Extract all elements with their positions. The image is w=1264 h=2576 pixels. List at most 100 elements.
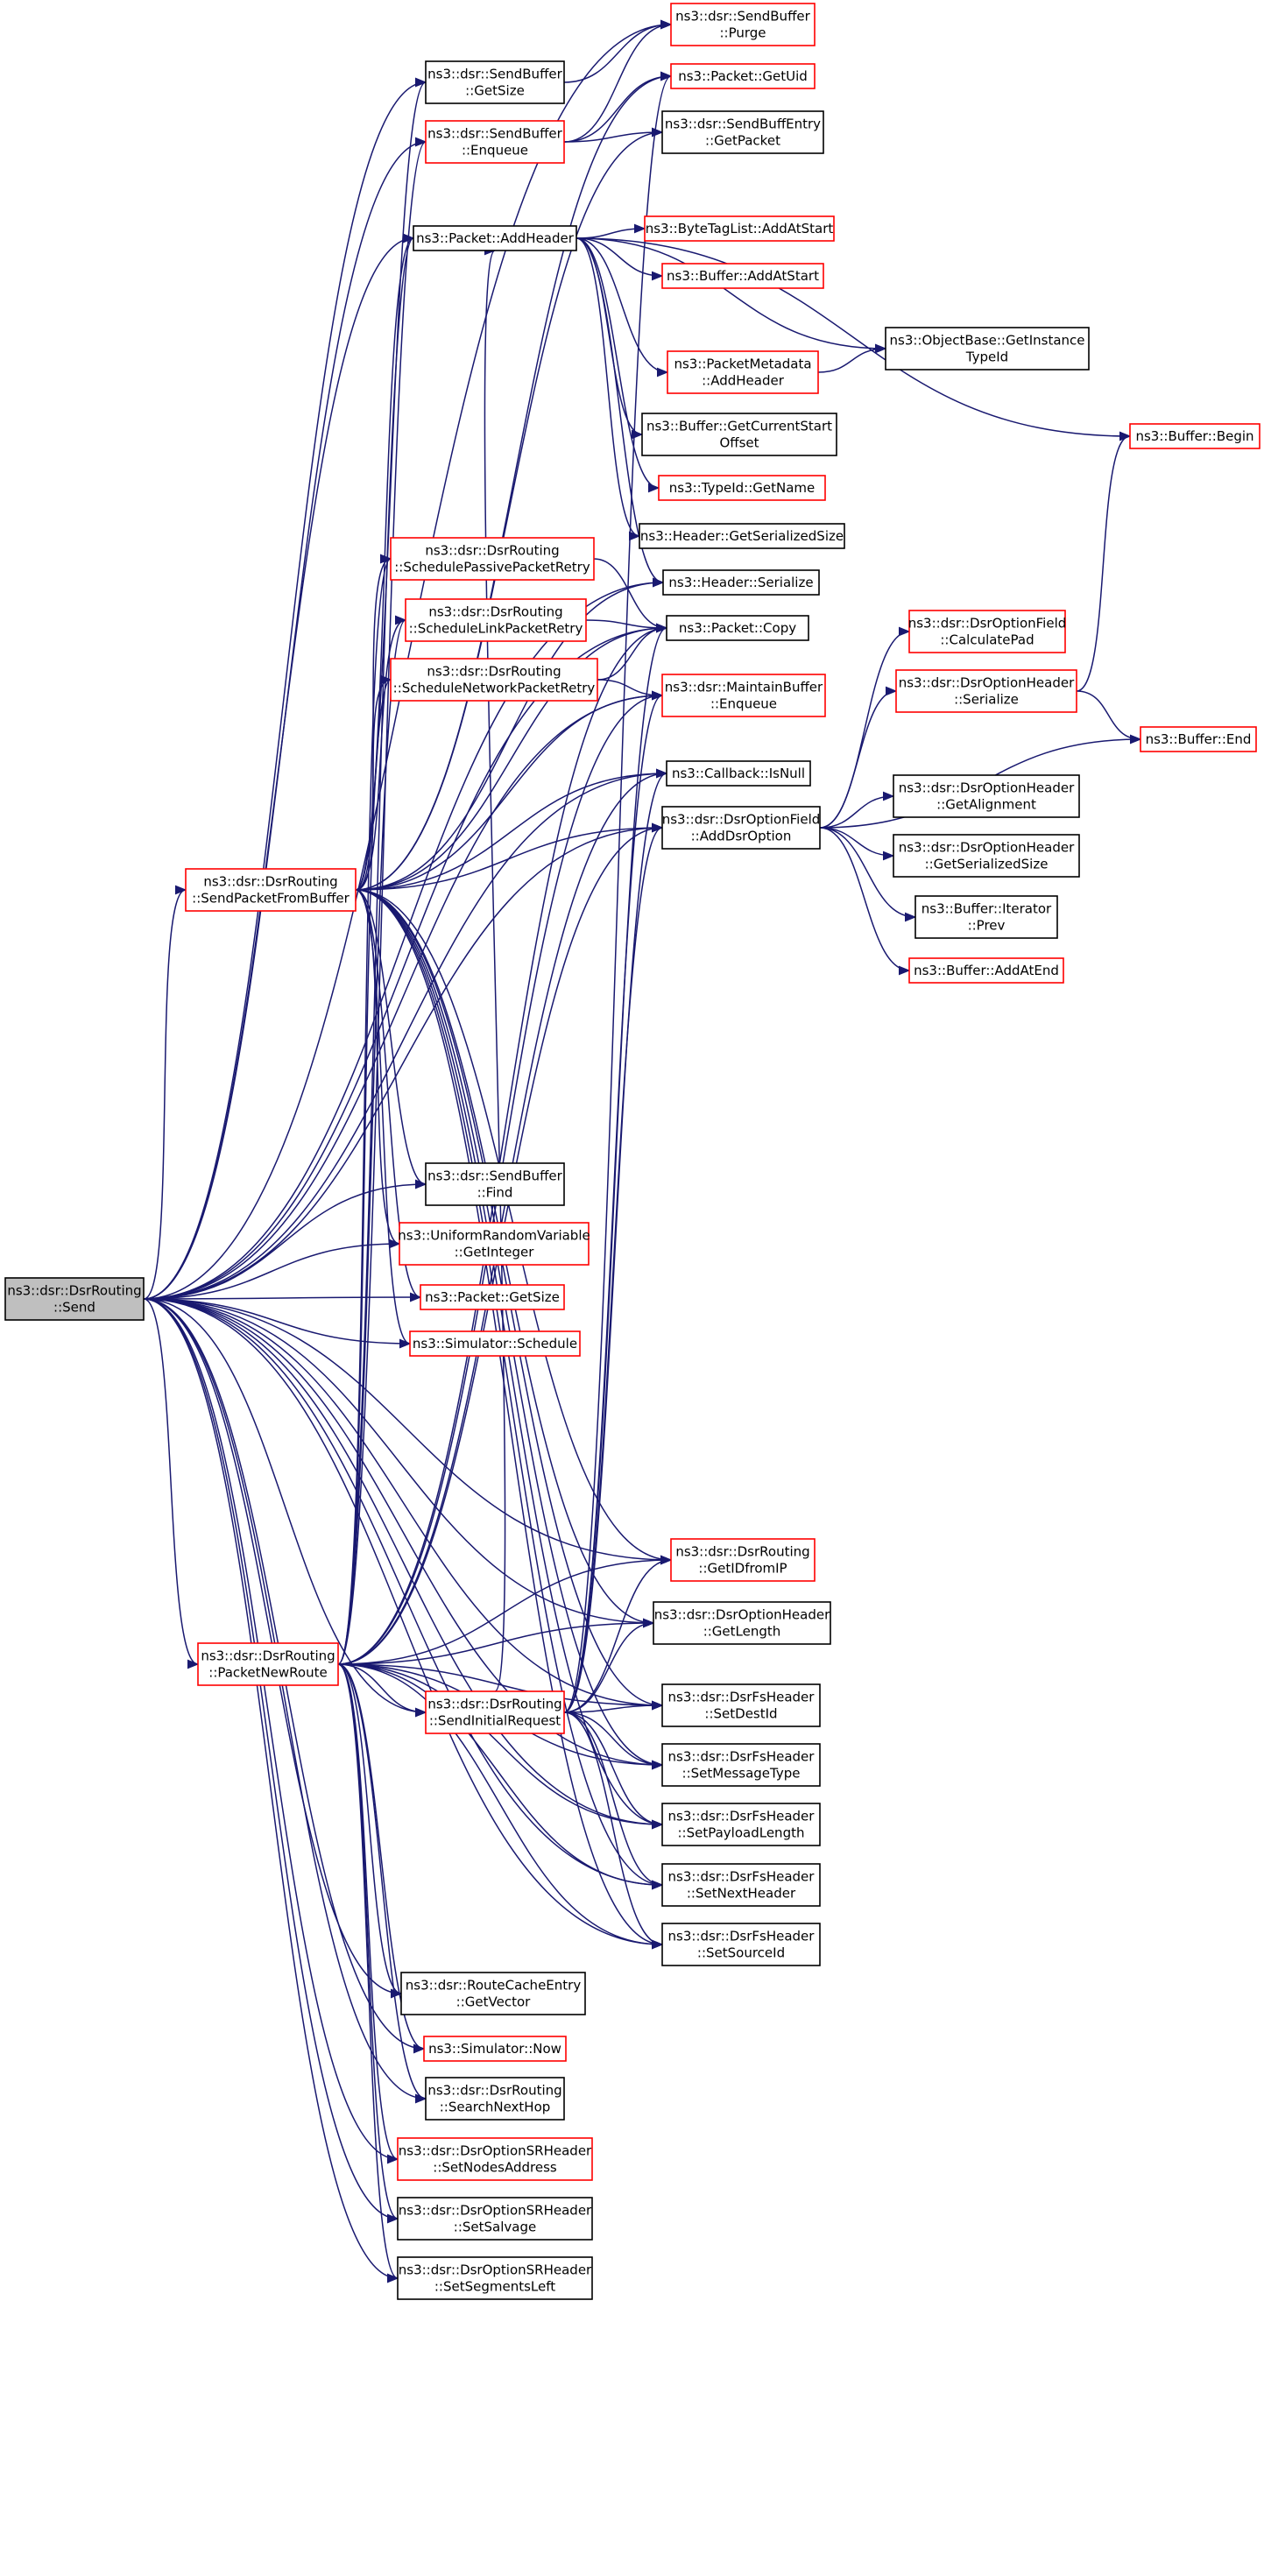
node-bi-prev[interactable]: ns3::Buffer::Iterator::Prev [914, 895, 1058, 939]
node-dof-calculatepad[interactable]: ns3::dsr::DsrOptionField::CalculatePad [908, 610, 1067, 653]
node-dosr-setsalvage[interactable]: ns3::dsr::DsrOptionSRHeader::SetSalvage [397, 2197, 593, 2241]
node-pm-addheader[interactable]: ns3::PacketMetadata::AddHeader [667, 350, 819, 394]
node-pkt-getuid[interactable]: ns3::Packet::GetUid [670, 63, 816, 89]
node-box [908, 610, 1066, 653]
call-edge [337, 1663, 664, 1711]
node-box [661, 806, 821, 850]
node-label: ::SearchNextHop [440, 2100, 551, 2115]
node-label: ns3::dsr::SendBuffer [427, 1168, 562, 1184]
call-edge [337, 674, 392, 1665]
node-sb-getsize[interactable]: ns3::dsr::SendBuffer::GetSize [425, 60, 565, 104]
node-pkt-addheader[interactable]: ns3::Packet::AddHeader [413, 225, 577, 251]
call-edge [819, 827, 895, 861]
node-label: ns3::dsr::DsrRouting [201, 1648, 335, 1664]
node-box [1129, 423, 1260, 449]
node-pkt-getsize[interactable]: ns3::Packet::GetSize [420, 1284, 565, 1310]
node-schedule-passive[interactable]: ns3::dsr::DsrRouting::SchedulePassivePac… [390, 537, 595, 581]
node-dof-adddsroption[interactable]: ns3::dsr::DsrOptionField::AddDsrOption [661, 806, 821, 850]
node-buf-addatstart[interactable]: ns3::Buffer::AddAtStart [661, 263, 824, 289]
node-label: ::Serialize [954, 692, 1019, 708]
node-fs-setpayloadlength[interactable]: ns3::dsr::DsrFsHeader::SetPayloadLength [661, 1803, 821, 1846]
node-box [423, 2036, 567, 2062]
node-label: ::GetAlignment [936, 797, 1036, 813]
node-label: ns3::dsr::DsrOptionField [908, 616, 1067, 632]
node-dsr-searchnexthop[interactable]: ns3::dsr::DsrRouting::SearchNextHop [425, 2077, 565, 2121]
node-urv-getinteger[interactable]: ns3::UniformRandomVariable::GetInteger [398, 1222, 590, 1266]
node-doh-getlength[interactable]: ns3::dsr::DsrOptionHeader::GetLength [653, 1601, 831, 1645]
node-buf-end[interactable]: ns3::Buffer::End [1140, 726, 1257, 752]
node-sb-find[interactable]: ns3::dsr::SendBuffer::Find [425, 1162, 565, 1206]
call-edge [355, 889, 664, 1950]
node-buf-begin[interactable]: ns3::Buffer::Begin [1129, 423, 1260, 449]
call-edge [143, 1292, 422, 1302]
node-doh-serialize[interactable]: ns3::dsr::DsrOptionHeader::Serialize [895, 669, 1077, 713]
node-box [397, 2256, 593, 2300]
node-dosr-setsegmentsleft[interactable]: ns3::dsr::DsrOptionSRHeader::SetSegments… [397, 2256, 593, 2300]
node-packet-new-route[interactable]: ns3::dsr::DsrRouting::PacketNewRoute [197, 1642, 339, 1686]
node-box [661, 263, 824, 289]
node-sim-now[interactable]: ns3::Simulator::Now [423, 2036, 567, 2062]
node-typeid-getname[interactable]: ns3::TypeId::GetName [658, 475, 826, 501]
node-box [914, 895, 1058, 939]
node-cb-isnull[interactable]: ns3::Callback::IsNull [666, 760, 811, 787]
node-dosr-setnodesaddress[interactable]: ns3::dsr::DsrOptionSRHeader::SetNodesAdd… [397, 2137, 593, 2181]
node-doh-getserializedsize[interactable]: ns3::dsr::DsrOptionHeader::GetSerialized… [893, 834, 1080, 878]
call-edge [817, 343, 887, 373]
node-box [4, 1277, 145, 1321]
node-send-initial-request[interactable]: ns3::dsr::DsrRouting::SendInitialRequest [425, 1690, 565, 1734]
node-label: ns3::dsr::SendBuffer [675, 9, 810, 25]
node-label: ns3::dsr::DsrOptionSRHeader [399, 2143, 592, 2159]
node-label: ::SetNodesAddress [433, 2160, 557, 2176]
node-buf-addatend[interactable]: ns3::Buffer::AddAtEnd [908, 957, 1064, 984]
node-fs-setdestid[interactable]: ns3::dsr::DsrFsHeader::SetDestId [661, 1683, 821, 1727]
node-label: ns3::Packet::GetUid [678, 68, 808, 84]
node-label: ns3::ByteTagList::AddAtStart [646, 221, 834, 236]
node-box [661, 1923, 821, 1966]
node-label: ::Purge [719, 25, 766, 41]
node-btl-addatstart[interactable]: ns3::ByteTagList::AddAtStart [644, 215, 835, 242]
node-sbe-getpacket[interactable]: ns3::dsr::SendBuffEntry::GetPacket [661, 110, 824, 154]
node-hdr-getserializedsize[interactable]: ns3::Header::GetSerializedSize [639, 523, 845, 549]
node-label: ::SetDestId [704, 1706, 777, 1722]
node-box [653, 1601, 831, 1645]
node-dsr-getidfromip[interactable]: ns3::dsr::DsrRouting::GetIDfromIP [670, 1538, 816, 1582]
node-label: ::GetLength [703, 1624, 781, 1640]
node-rce-getvector[interactable]: ns3::dsr::RouteCacheEntry::GetVector [400, 1972, 586, 2015]
call-edge [143, 1179, 427, 1300]
node-fs-setnextheader[interactable]: ns3::dsr::DsrFsHeader::SetNextHeader [661, 1863, 821, 1907]
call-edge [576, 237, 669, 378]
node-box [666, 615, 809, 641]
node-label: ns3::dsr::DsrOptionHeader [899, 840, 1075, 856]
node-mb-enqueue[interactable]: ns3::dsr::MaintainBuffer::Enqueue [661, 674, 826, 717]
node-fs-setmessagetype[interactable]: ns3::dsr::DsrFsHeader::SetMessageType [661, 1743, 821, 1787]
node-schedule-network[interactable]: ns3::dsr::DsrRouting::ScheduleNetworkPac… [390, 658, 598, 702]
node-box [893, 774, 1080, 818]
call-edge [143, 77, 427, 1300]
node-label: ::GetSerializedSize [925, 857, 1049, 872]
node-sim-schedule[interactable]: ns3::Simulator::Schedule [409, 1330, 581, 1357]
call-edge [143, 885, 187, 1300]
call-edge [337, 1663, 403, 1999]
node-label: ns3::Simulator::Schedule [413, 1336, 577, 1352]
node-send[interactable]: ns3::dsr::DsrRouting::Send [4, 1277, 145, 1321]
node-box [670, 3, 816, 46]
node-box [409, 1330, 581, 1357]
node-label: ::ScheduleLinkPacketRetry [409, 621, 583, 637]
node-schedule-link[interactable]: ns3::dsr::DsrRouting::ScheduleLinkPacket… [405, 598, 587, 642]
node-pkt-copy[interactable]: ns3::Packet::Copy [666, 615, 809, 641]
node-sb-purge[interactable]: ns3::dsr::SendBuffer::Purge [670, 3, 816, 46]
call-edge [1076, 431, 1132, 692]
node-sb-enqueue[interactable]: ns3::dsr::SendBuffer::Enqueue [425, 120, 565, 164]
node-hdr-serialize[interactable]: ns3::Header::Serialize [662, 569, 820, 596]
call-edge [563, 19, 673, 143]
node-label: ns3::ObjectBase::GetInstance [890, 333, 1085, 349]
node-fs-setsourceid[interactable]: ns3::dsr::DsrFsHeader::SetSourceId [661, 1923, 821, 1966]
call-edge [355, 577, 665, 891]
node-box [667, 350, 819, 394]
node-doh-getalignment[interactable]: ns3::dsr::DsrOptionHeader::GetAlignment [893, 774, 1080, 818]
node-box [197, 1642, 339, 1686]
node-send-from-buffer[interactable]: ns3::dsr::DsrRouting::SendPacketFromBuff… [185, 868, 357, 912]
node-box [420, 1284, 565, 1310]
